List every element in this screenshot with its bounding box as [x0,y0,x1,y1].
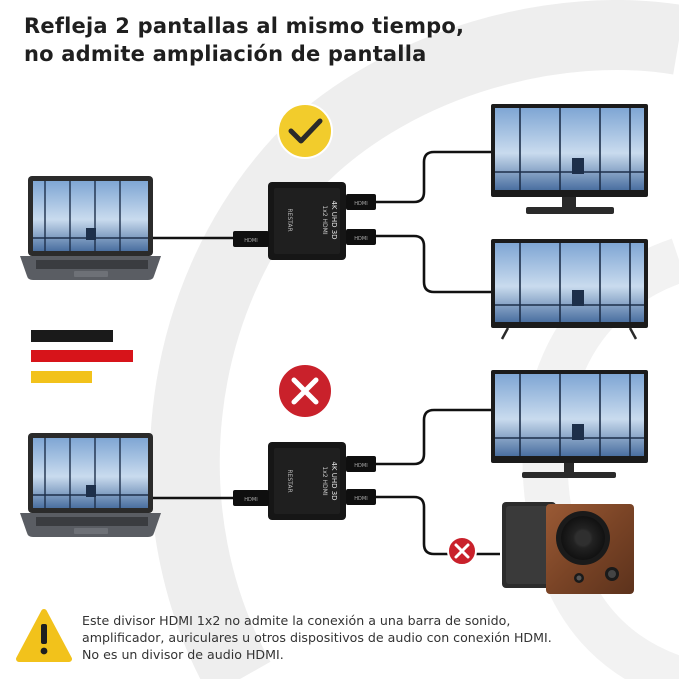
headline-line-2: no admite ampliación de pantalla [24,42,427,66]
disclaimer-line-2: amplificador, auriculares u otros dispos… [82,630,552,645]
splitter-bottom-brand: RESTAR [286,469,293,492]
disclaimer-line-1: Este divisor HDMI 1x2 no admite la conex… [82,613,511,628]
splitter-top-brand: RESTAR [286,208,293,231]
splitter-bottom-model: 1x2 HDMI [321,466,328,495]
splitter-top-model: 1x2 HDMI [321,205,328,234]
monitor-bottom [491,370,648,478]
x-circle-small-icon [447,536,477,566]
laptop-bottom [20,433,161,537]
headline-line-1: Refleja 2 pantallas al mismo tiempo, [24,14,465,38]
disclaimer-note: Este divisor HDMI 1x2 no admite la conex… [82,612,662,663]
splitter-top-out1-label: HDMI [354,201,367,207]
laptop-top [20,176,161,280]
splitter-bottom-in-label: HDMI [244,497,257,503]
disclaimer-line-3: No es un divisor de audio HDMI. [82,647,284,662]
splitter-top-resolution: 4K UHD 3D [330,200,338,239]
monitor-top-lower [491,239,648,340]
splitter-top-in-label: HDMI [244,238,257,244]
splitter-top-out2-label: HDMI [354,236,367,242]
splitter-bottom-resolution: 4K UHD 3D [330,461,338,500]
check-circle-icon [277,103,333,159]
x-circle-icon [277,363,333,419]
monitor-top-upper [491,104,648,214]
top-cables [153,150,492,294]
german-flag-icon [31,330,133,383]
warning-triangle-icon [16,609,72,662]
splitter-bottom-out1-label: HDMI [354,463,367,469]
bottom-cables [153,408,500,556]
speakers [502,502,634,594]
splitter-bottom-out2-label: HDMI [354,496,367,502]
splitter-top: HDMI HDMI HDMI 4K UHD 3D 1x2 HDMI RESTAR [233,182,376,260]
splitter-bottom: HDMI HDMI HDMI 4K UHD 3D 1x2 HDMI RESTAR [233,442,376,520]
